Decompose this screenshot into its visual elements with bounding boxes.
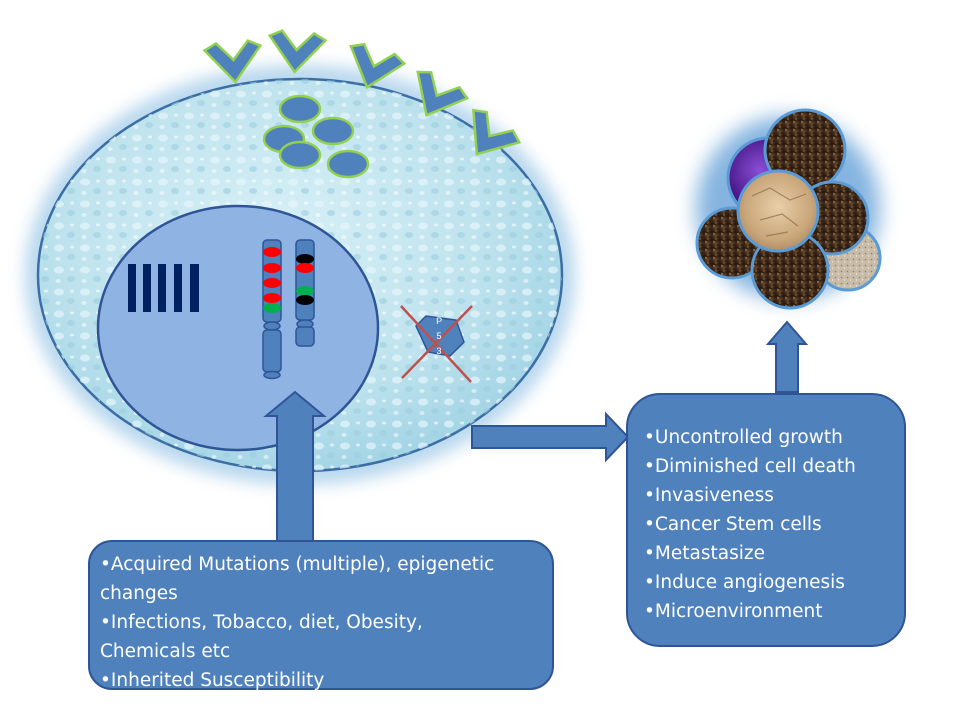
normal-chromosomes — [128, 264, 199, 312]
receptor-5 — [472, 108, 522, 156]
p53-label: P 5 3 — [434, 314, 444, 359]
receptor-1 — [202, 39, 263, 84]
mutated-chromosome-2 — [295, 239, 315, 347]
cross-line-2 — [401, 305, 473, 379]
organelle-1 — [278, 94, 322, 124]
p53-letter-3: 3 — [436, 346, 442, 356]
causes-line-1: •Acquired Mutations (multiple), epigenet… — [100, 554, 495, 575]
mutated-chromosome-1 — [262, 239, 282, 380]
nucleus — [96, 204, 380, 452]
p53-protein — [400, 305, 473, 383]
hallmark-item: •Cancer Stem cells — [644, 514, 822, 535]
p53-letter-5: 5 — [436, 331, 442, 341]
hallmark-item: •Microenvironment — [644, 601, 823, 622]
receptors — [202, 29, 522, 156]
hallmark-item: •Invasiveness — [644, 485, 774, 506]
receptor-4 — [416, 70, 470, 117]
receptor-2 — [267, 29, 328, 74]
tumor-cluster — [695, 108, 882, 310]
organelle-2 — [311, 116, 355, 146]
hallmarks-box: •Uncontrolled growth •Diminished cell de… — [626, 393, 906, 647]
hallmark-item: •Uncontrolled growth — [644, 427, 843, 448]
causes-line-4: Chemicals etc — [100, 641, 231, 662]
receptor-3 — [349, 42, 407, 90]
arrow-cell-to-hallmarks — [471, 411, 630, 463]
hallmark-item: •Induce angiogenesis — [644, 572, 845, 593]
organelle-4 — [278, 140, 322, 170]
organelle-5 — [326, 149, 370, 179]
tumor-cell-center — [736, 169, 820, 253]
arrow-hallmarks-to-tumor — [765, 320, 809, 393]
p53-letter-p: P — [436, 316, 442, 326]
causes-line-2: changes — [100, 583, 178, 604]
causes-line-5: •Inherited Susceptibility — [100, 670, 325, 691]
organelles — [262, 94, 370, 179]
hallmark-item: •Metastasize — [644, 543, 765, 564]
arrow-causes-to-nucleus — [263, 390, 327, 546]
hallmark-item: •Diminished cell death — [644, 456, 856, 477]
causes-box: •Acquired Mutations (multiple), epigenet… — [88, 540, 554, 691]
causes-line-3: •Infections, Tobacco, diet, Obesity, — [100, 612, 423, 633]
